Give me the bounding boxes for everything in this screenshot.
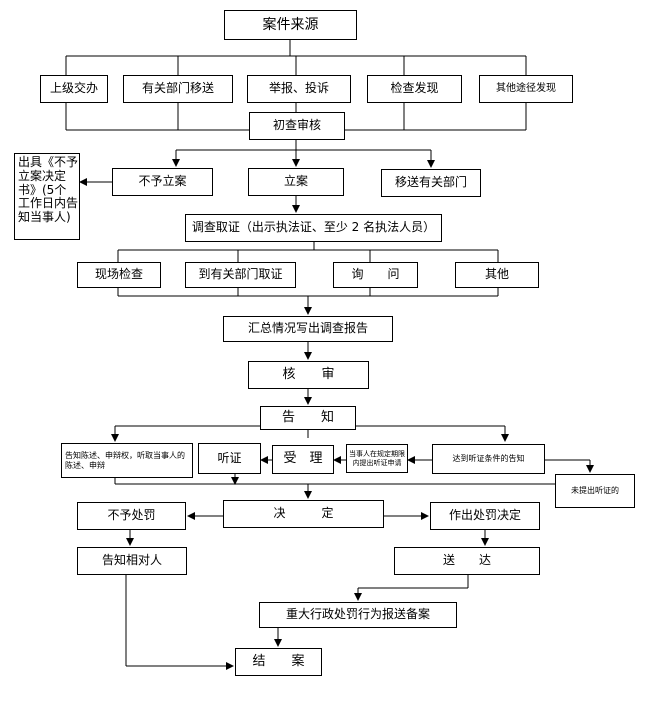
node-review-label: 核 审 [282,366,335,382]
node-penalty-decision: 作出处罚决定 [430,502,540,530]
node-file-case: 立案 [248,168,344,196]
node-hearing-conditions-label: 达到听证条件的告知 [452,454,525,464]
node-no-penalty: 不予处罚 [77,502,186,530]
node-inform-party-label: 告知相对人 [101,553,162,568]
node-dept-evidence: 到有关部门取证 [185,262,296,288]
node-accept: 受 理 [272,445,334,474]
node-other-method-label: 其他 [484,267,509,282]
node-penalty-decision-label: 作出处罚决定 [448,508,521,523]
node-investigate-label: 调查取证（出示执法证、至少 2 名执法人员） [191,220,436,235]
node-notify-label: 告 知 [281,409,334,425]
node-transfer-out: 移送有关部门 [381,169,481,197]
node-file-case-label: 立案 [283,174,308,189]
node-summary-report-label: 汇总情况写出调查报告 [247,321,368,336]
node-no-case-notice: 出具《不予立案决定书》(5个工作日内告知当事人) [14,153,80,240]
node-hearing-request: 当事人在规定期限内提出听证申请 [346,444,408,473]
node-summary-report: 汇总情况写出调查报告 [223,316,393,342]
node-hearing-label: 听证 [217,450,242,465]
node-review: 核 审 [248,361,369,389]
node-dept-transfer-in: 有关部门移送 [123,75,233,103]
node-hearing-request-label: 当事人在规定期限内提出听证申请 [349,450,405,467]
node-defense-notice-label: 告知陈述、申辩权，听取当事人的陈述、申辩 [65,451,185,470]
node-other-source-label: 其他途径发现 [496,83,556,95]
node-report-complaint-label: 举报、投诉 [268,81,329,96]
node-dept-evidence-label: 到有关部门取证 [198,267,283,282]
node-no-case-notice-label: 出具《不予立案决定书》(5个工作日内告知当事人) [18,155,79,225]
node-inform-party: 告知相对人 [77,547,187,575]
node-defense-notice: 告知陈述、申辩权，听取当事人的陈述、申辩 [61,443,193,478]
node-superior-assigned: 上级交办 [40,75,108,103]
node-no-hearing-request: 未提出听证的 [555,474,635,508]
node-other-source: 其他途径发现 [479,75,573,103]
node-investigate: 调查取证（出示执法证、至少 2 名执法人员） [185,214,442,242]
node-inspection-found-label: 检查发现 [390,81,439,96]
node-notify: 告 知 [260,406,356,430]
node-superior-assigned-label: 上级交办 [49,81,98,96]
node-close-case-label: 结 案 [252,653,305,669]
node-other-method: 其他 [455,262,539,288]
node-no-case: 不予立案 [112,168,213,196]
node-close-case: 结 案 [235,648,322,676]
node-decision-label: 决 定 [273,506,334,521]
node-hearing-conditions: 达到听证条件的告知 [432,444,545,474]
node-no-case-label: 不予立案 [138,174,187,189]
node-inquiry-label: 询 问 [351,267,400,282]
node-deliver: 送 达 [394,547,540,575]
node-site-inspection-label: 现场检查 [94,267,143,282]
node-case-source-label: 案件来源 [262,16,319,33]
node-transfer-out-label: 移送有关部门 [394,175,467,190]
node-case-source: 案件来源 [224,10,357,40]
node-initial-review-label: 初查审核 [272,118,321,133]
node-major-filing: 重大行政处罚行为报送备案 [259,602,457,628]
node-site-inspection: 现场检查 [77,262,161,288]
node-report-complaint: 举报、投诉 [247,75,351,103]
node-inspection-found: 检查发现 [367,75,462,103]
node-major-filing-label: 重大行政处罚行为报送备案 [285,607,430,622]
node-initial-review: 初查审核 [249,112,345,140]
node-no-hearing-request-label: 未提出听证的 [571,486,619,496]
node-hearing: 听证 [198,443,261,474]
node-no-penalty-label: 不予处罚 [107,508,156,523]
node-accept-label: 受 理 [283,451,323,467]
node-dept-transfer-in-label: 有关部门移送 [141,81,214,96]
node-decision: 决 定 [223,500,384,528]
node-deliver-label: 送 达 [442,553,491,568]
node-inquiry: 询 问 [333,262,418,288]
